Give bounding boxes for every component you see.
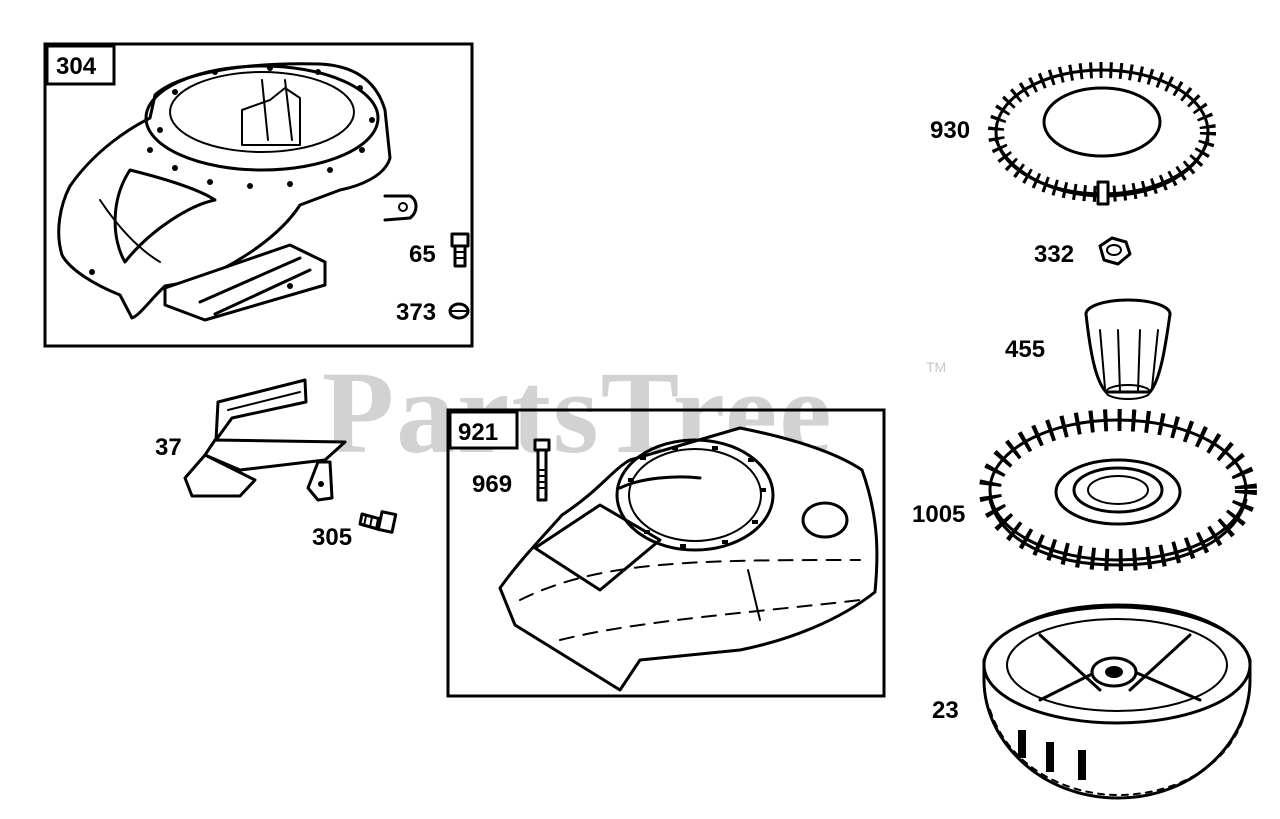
callout-332: 332 xyxy=(1034,241,1074,268)
callout-1005: 1005 xyxy=(912,501,965,528)
group-921-box: 921 xyxy=(446,408,886,698)
callout-455: 455 xyxy=(1005,336,1045,363)
callout-969: 969 xyxy=(472,471,512,498)
watermark-trademark: TM xyxy=(926,359,946,375)
bolt-part-65[interactable] xyxy=(450,232,470,268)
fan-part-1005[interactable] xyxy=(979,409,1257,571)
callout-921: 921 xyxy=(458,419,498,446)
cover-part-921[interactable] xyxy=(498,426,879,692)
screw-part-305[interactable] xyxy=(358,510,398,534)
callout-65: 65 xyxy=(409,241,436,268)
callout-930: 930 xyxy=(930,117,970,144)
starter-cup-part-455[interactable] xyxy=(1084,298,1172,400)
screen-part-930[interactable] xyxy=(988,62,1216,206)
nut-part-332[interactable] xyxy=(1098,236,1132,266)
callout-37: 37 xyxy=(155,434,182,461)
blower-housing-part-304[interactable] xyxy=(57,62,418,322)
callout-305: 305 xyxy=(312,524,352,551)
air-guide-part-37[interactable] xyxy=(183,378,347,502)
flywheel-part-23[interactable] xyxy=(982,603,1252,800)
callout-373: 373 xyxy=(396,299,436,326)
callout-304: 304 xyxy=(56,53,97,80)
nut-part-373[interactable] xyxy=(448,302,470,320)
bolt-part-969[interactable] xyxy=(533,438,551,502)
callout-23: 23 xyxy=(932,697,959,724)
group-304-box: 304 xyxy=(43,42,474,348)
